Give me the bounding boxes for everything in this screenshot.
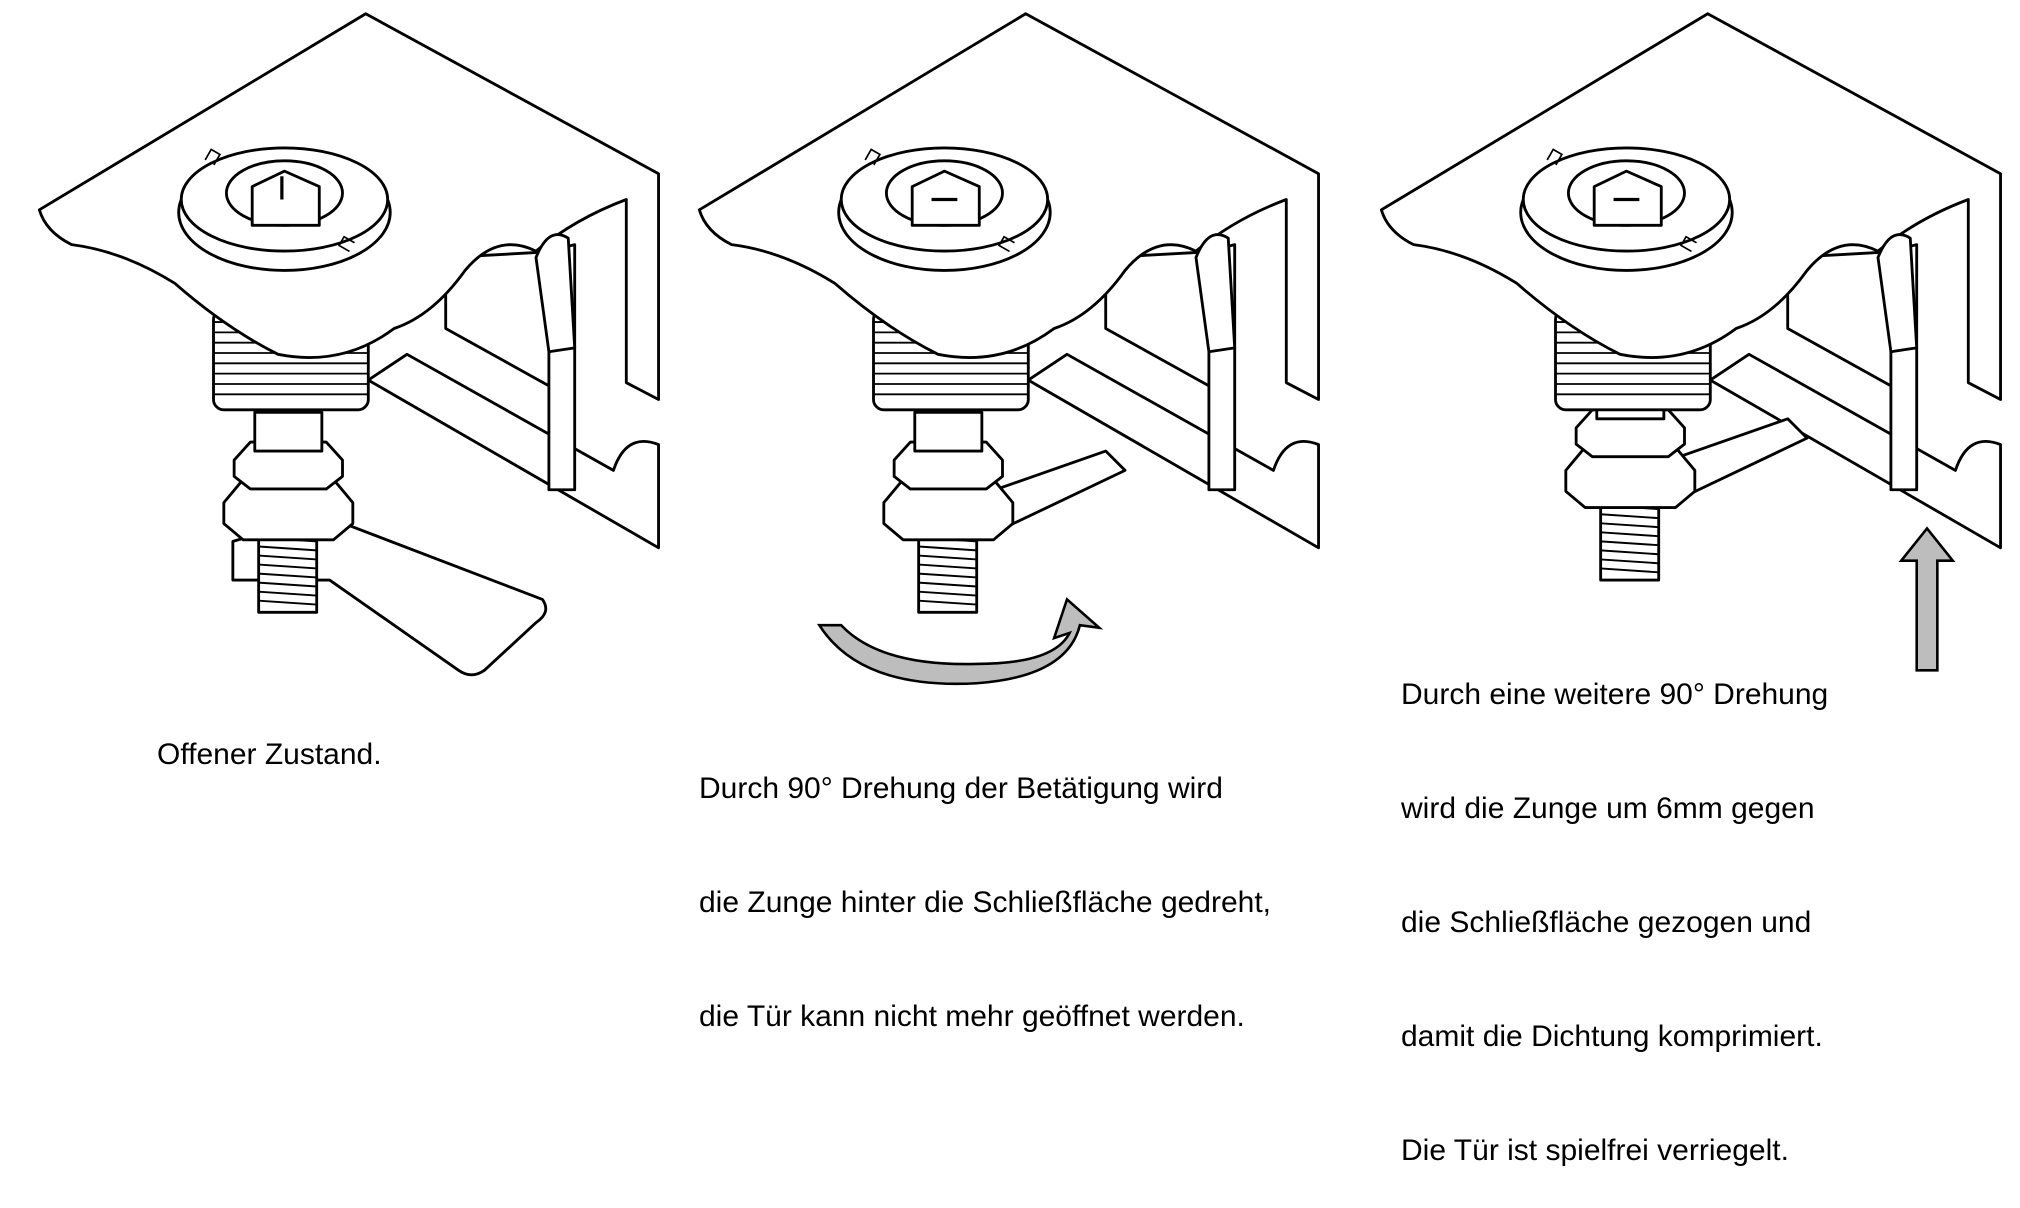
caption-line: die Tür kann nicht mehr geöffnet werden. [699,1000,1245,1033]
seal-clip [1194,233,1237,354]
thread-line [258,599,317,606]
thread-line [918,572,977,579]
thread-line [258,563,317,570]
frame-lower-bracket [366,352,660,550]
thread-line [258,572,317,579]
thread-line [918,590,977,597]
caption-line: die Schließfläche gezogen und [1401,906,1812,939]
caption-line: damit die Dichtung komprimiert. [1401,1020,1823,1053]
panel-open: ⊐⊏ [37,12,660,677]
panel-locked: ⊐⊏ [1379,12,2002,672]
thread-line [918,554,977,561]
rotation-arrow-icon [816,597,1104,686]
thread-line [1600,567,1659,574]
thread-line [918,599,977,606]
frame-lower-bracket [1026,352,1320,550]
thread-line [258,581,317,588]
panel-rotated: ⊐⊏ [697,12,1320,686]
thread-line [918,581,977,588]
caption-rotated-state: Durch 90° Drehung der Betätigung wird di… [699,694,1271,1074]
seal-clip [1876,233,1919,354]
thread-line [1600,540,1659,547]
caption-open-state: Offener Zustand. [157,660,382,812]
thread-line [918,563,977,570]
caption-line: wird die Zunge um 6mm gegen [1401,792,1815,825]
shaft [913,410,984,453]
thread-line [1600,558,1659,565]
caption-locked-state: Durch eine weitere 90° Drehung wird die … [1401,600,1828,1208]
thread-line [1600,531,1659,538]
caption-line: die Zunge hinter die Schließfläche gedre… [699,886,1272,919]
thread-line [1600,522,1659,529]
thread-line [1600,549,1659,556]
caption-line: Die Tür ist spielfrei verriegelt. [1401,1134,1789,1167]
thread-line [258,554,317,561]
shaft [253,410,324,453]
thread-line [258,590,317,597]
thread-line [1600,513,1659,520]
frame-lower-bracket [1708,352,2002,550]
lock-illustrations: ⊐⊏⊐⊏⊐⊏ [37,12,2002,686]
thread-line [258,545,317,552]
caption-line: Durch 90° Drehung der Betätigung wird [699,772,1223,805]
caption-line: Offener Zustand. [157,738,382,771]
caption-line: Durch eine weitere 90° Drehung [1401,678,1829,711]
up-arrow-icon [1898,526,1956,672]
thread-line [918,545,977,552]
seal-clip [534,233,577,354]
square-key-spindle [250,169,321,227]
